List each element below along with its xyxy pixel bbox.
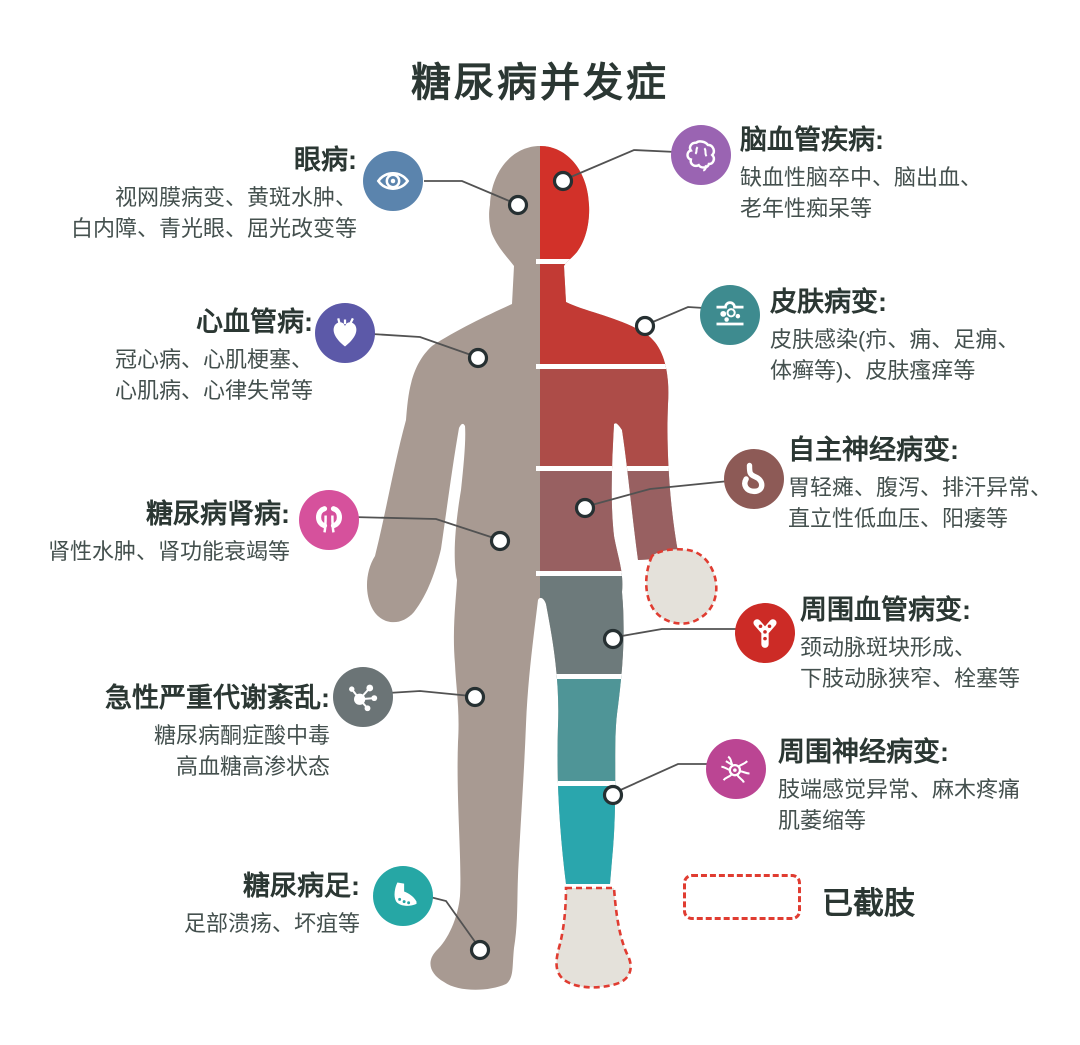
segment-calf: [540, 783, 678, 884]
complication-title: 周围血管病变:: [800, 595, 971, 625]
label-skin: 皮肤病变: 皮肤感染(疖、痈、足痈、 体癣等)、皮肤瘙痒等: [770, 280, 1019, 386]
complication-desc: 肢端感觉异常、麻木疼痛: [778, 777, 1021, 802]
eye-icon: [363, 151, 423, 211]
complication-title: 糖尿病肾病:: [146, 499, 290, 529]
complication-title: 心血管病:: [196, 307, 313, 337]
amputated-hand: [644, 547, 718, 625]
complication-title: 周围神经病变:: [778, 737, 949, 767]
kidney-icon: [299, 490, 359, 550]
connector-cerebrovascular: [565, 149, 677, 180]
point-autonomic: [574, 497, 596, 519]
complication-desc: 颈动脉斑块形成、: [800, 635, 977, 660]
stomach-icon: [724, 449, 784, 509]
amputated-legend-box: [683, 874, 801, 920]
connector-peripheral-vascular: [615, 628, 740, 638]
complication-desc: 胃轻瘫、腹泻、排汗异常、: [788, 475, 1053, 500]
complication-desc: 老年性痴呆等: [740, 196, 873, 221]
complication-desc: 缺血性脑卒中、脑出血、: [740, 165, 983, 190]
complication-desc: 足部溃疡、坏疽等: [183, 911, 360, 936]
blood-vessel-icon: [735, 603, 795, 663]
label-diabetic-foot: 糖尿病足: 足部溃疡、坏疽等: [184, 864, 360, 939]
brain-icon: [671, 125, 731, 185]
complication-title: 糖尿病足:: [243, 871, 360, 901]
point-metabolic: [464, 686, 486, 708]
complication-desc: 肾性水肿、肾功能衰竭等: [47, 539, 290, 564]
page-title: 糖尿病并发症: [411, 61, 669, 105]
connector-cardiovascular: [371, 333, 475, 357]
heart-icon: [315, 303, 375, 363]
segment-chest: [540, 261, 678, 366]
body-right-segments: [536, 146, 678, 884]
neuron-icon: [706, 739, 766, 799]
complication-desc: 体癣等)、皮肤瘙痒等: [770, 358, 976, 383]
label-peripheral-neuropathy: 周围神经病变: 肢端感觉异常、麻木疼痛 肌萎缩等: [778, 730, 1020, 836]
amputated-legend-label: 已截肢: [822, 886, 915, 921]
point-peripheral-vascular: [602, 628, 624, 650]
label-peripheral-vascular: 周围血管病变: 颈动脉斑块形成、 下肢动脉狭窄、栓塞等: [800, 588, 1020, 694]
complication-desc: 高血糖高渗状态: [175, 754, 330, 779]
connector-metabolic: [387, 690, 472, 697]
body-points: [464, 170, 656, 961]
point-kidney: [489, 530, 511, 552]
connector-lines: [351, 149, 740, 947]
point-skin: [634, 315, 656, 337]
complication-desc: 糖尿病酮症酸中毒: [153, 723, 330, 748]
connector-peripheral-neuropathy: [615, 763, 711, 793]
label-eye: 眼病: 视网膜病变、黄斑水肿、 白内障、青光眼、屈光改变等: [71, 138, 357, 244]
segment-knee: [540, 676, 678, 783]
connector-skin: [647, 306, 705, 325]
skin-icon: [700, 285, 760, 345]
point-foot: [469, 939, 491, 961]
connector-kidney: [351, 516, 498, 540]
label-metabolic: 急性严重代谢紊乱: 糖尿病酮症酸中毒 高血糖高渗状态: [105, 676, 330, 782]
complication-desc: 皮肤感染(疖、痈、足痈、: [770, 327, 1020, 352]
body-silhouette: [366, 146, 678, 990]
point-peripheral-neuropathy: [602, 784, 624, 806]
complication-desc: 下肢动脉狭窄、栓塞等: [800, 666, 1021, 691]
point-cardiovascular: [467, 347, 489, 369]
label-cardiovascular: 心血管病: 冠心病、心肌梗塞、 心肌病、心律失常等: [115, 300, 313, 406]
complication-title: 眼病:: [294, 145, 357, 175]
amputated-foot: [555, 886, 632, 989]
molecule-icon: [333, 667, 393, 727]
complication-title: 自主神经病变:: [788, 435, 959, 465]
foot-icon: [373, 866, 433, 926]
complication-title: 脑血管疾病:: [740, 125, 884, 155]
point-eye: [507, 194, 529, 216]
connector-autonomic: [587, 480, 730, 507]
complication-title: 皮肤病变:: [770, 287, 887, 317]
complication-desc: 直立性低血压、阳痿等: [788, 506, 1009, 531]
label-kidney: 糖尿病肾病: 肾性水肿、肾功能衰竭等: [48, 492, 290, 567]
complication-desc: 冠心病、心肌梗塞、: [114, 347, 313, 372]
connector-eye: [424, 180, 515, 204]
segment-upper-abdomen: [540, 366, 678, 468]
complication-desc: 视网膜病变、黄斑水肿、: [114, 185, 357, 210]
point-cerebrovascular: [552, 170, 574, 192]
complication-title: 急性严重代谢紊乱:: [105, 683, 330, 713]
complication-desc: 肌萎缩等: [778, 808, 867, 833]
label-autonomic: 自主神经病变: 胃轻瘫、腹泻、排汗异常、 直立性低血压、阳痿等: [788, 428, 1052, 534]
label-cerebrovascular: 脑血管疾病: 缺血性脑卒中、脑出血、 老年性痴呆等: [740, 118, 982, 224]
complication-desc: 心肌病、心律失常等: [114, 378, 313, 403]
complication-desc: 白内障、青光眼、屈光改变等: [70, 216, 357, 241]
